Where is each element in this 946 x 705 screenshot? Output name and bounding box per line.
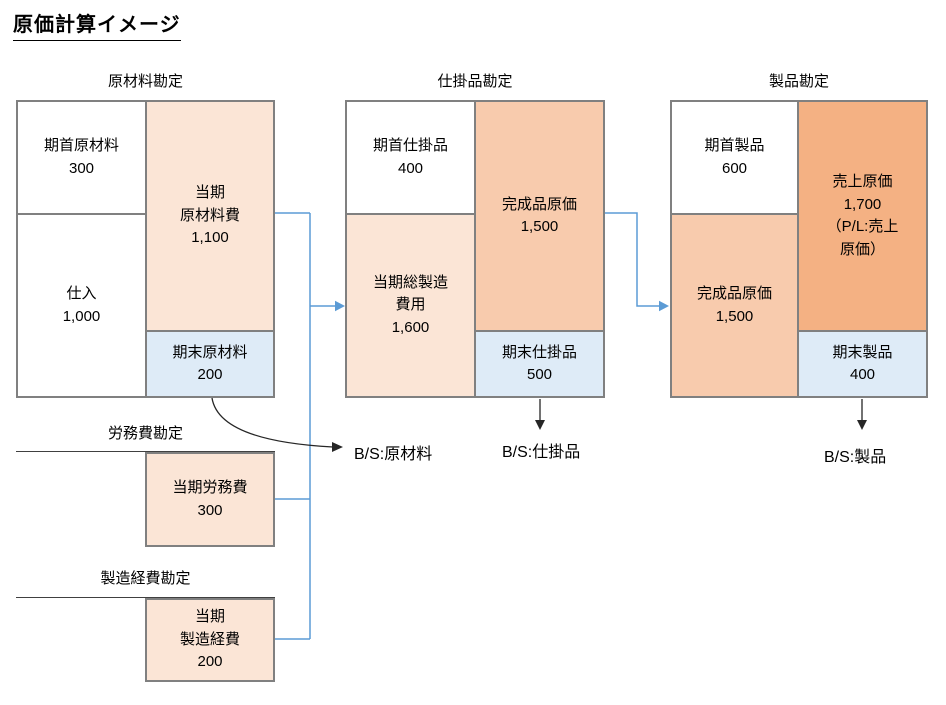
cell-label: 期末製品 xyxy=(832,343,893,361)
cell-beginning-wip: 期首仕掛品 400 xyxy=(345,100,476,215)
cell-beginning-raw-materials: 期首原材料 300 xyxy=(16,100,147,215)
cell-current-labor-cost: 当期労務費 300 xyxy=(145,452,275,547)
bs-label-work-in-process: B/S:仕掛品 xyxy=(502,444,581,461)
cell-label: 期首製品 xyxy=(704,137,765,154)
cell-value: 1,500 xyxy=(520,218,559,235)
cell-finished-goods-cost-wip: 完成品原価 1,500 xyxy=(474,100,605,332)
account-title-labor: 労務費勘定 xyxy=(107,425,183,442)
cell-label: 期末仕掛品 xyxy=(501,343,577,361)
cell-value: 1,000 xyxy=(62,307,101,325)
cell-value: 1,600 xyxy=(391,318,430,336)
page-title: 原価計算イメージ xyxy=(13,8,181,41)
cell-label: 期首原材料 xyxy=(43,137,119,154)
cell-ending-finished-goods: 期末製品 400 xyxy=(797,330,928,398)
cell-current-overhead-cost: 当期 製造経費 200 xyxy=(145,598,275,682)
cell-value: 300 xyxy=(68,159,95,177)
cell-value: 500 xyxy=(526,366,553,383)
cell-beginning-finished-goods: 期首製品 600 xyxy=(670,100,799,215)
arrowhead-bs-wip xyxy=(535,420,545,430)
cell-value: 200 xyxy=(197,366,223,383)
cell-label: 当期総製造 費用 xyxy=(372,273,448,314)
cell-current-materials-cost: 当期 原材料費 1,100 xyxy=(145,100,275,332)
cell-purchases: 仕入 1,000 xyxy=(16,213,147,398)
cell-label: 完成品原価 xyxy=(696,285,772,302)
cell-label: 期末原材料 xyxy=(172,343,248,361)
cell-value: 400 xyxy=(397,159,424,177)
labor-account-rule xyxy=(16,451,275,452)
account-title-overhead: 製造経費勘定 xyxy=(100,570,191,587)
cell-cost-of-sales: 売上原価 1,700 （P/L:売上 原価） xyxy=(797,100,928,332)
cell-value: 600 xyxy=(721,159,748,177)
cell-label: 当期 製造経費 xyxy=(179,608,240,648)
cell-value: 200 xyxy=(197,653,223,671)
cell-note: （P/L:売上 原価） xyxy=(826,218,899,258)
cell-ending-raw-materials: 期末原材料 200 xyxy=(145,330,275,398)
cell-ending-wip: 期末仕掛品 500 xyxy=(474,330,605,398)
cell-finished-goods-cost-fg: 完成品原価 1,500 xyxy=(670,213,799,398)
cell-label: 当期労務費 xyxy=(172,479,248,496)
cell-total-manufacturing-cost: 当期総製造 費用 1,600 xyxy=(345,213,476,398)
cell-label: 当期 原材料費 xyxy=(179,184,240,224)
account-title-finished-goods: 製品勘定 xyxy=(768,73,829,90)
arrowhead-bs-raw-materials xyxy=(332,442,343,452)
cell-value: 1,100 xyxy=(191,229,229,247)
arrowhead-into-wip xyxy=(335,300,345,312)
connector-wip-to-fg xyxy=(605,212,659,307)
cell-value: 400 xyxy=(849,366,876,383)
account-title-work-in-process: 仕掛品勘定 xyxy=(437,73,513,90)
overhead-account-rule xyxy=(16,597,275,598)
cell-value: 1,700 xyxy=(843,195,882,213)
cell-label: 完成品原価 xyxy=(501,195,577,213)
account-title-raw-materials: 原材料勘定 xyxy=(107,73,183,90)
cell-value: 1,500 xyxy=(715,307,754,325)
cell-value: 300 xyxy=(197,501,223,519)
arrowhead-into-fg xyxy=(659,300,669,312)
bs-label-finished-goods: B/S:製品 xyxy=(824,449,887,466)
cell-label: 売上原価 xyxy=(832,173,893,190)
bs-label-raw-materials: B/S:原材料 xyxy=(354,446,433,463)
arrowhead-bs-finished xyxy=(857,420,867,430)
cell-label: 期首仕掛品 xyxy=(372,137,448,154)
cell-label: 仕入 xyxy=(66,285,97,302)
